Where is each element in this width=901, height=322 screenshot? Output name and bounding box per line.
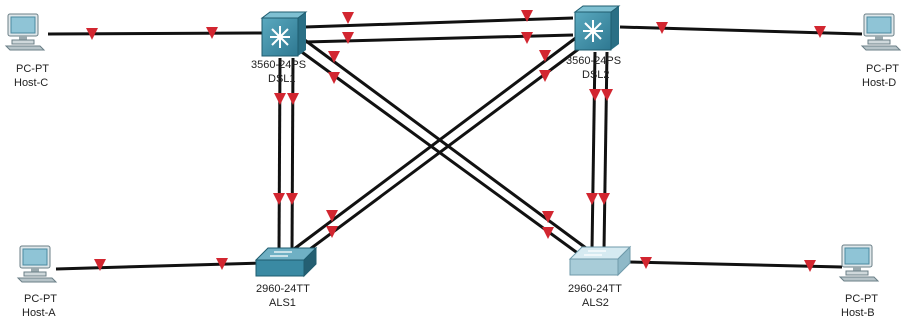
device-dsl2[interactable]: 3560-24PS DSL2 [566,5,621,81]
host-c-model-label: PC-PT [16,63,49,75]
port-status-down-triangle-icon [521,10,533,22]
dsl1-name-label: DSL1 [268,73,296,85]
port-status-down-triangle-icon [601,89,613,101]
port-status-down-triangle-icon [814,26,826,38]
device-host-a[interactable]: PC-PT Host-A [16,245,58,319]
als1-model-label: 2960-24TT [256,283,310,295]
als1-name-label: ALS1 [269,297,296,309]
port-status-down-triangle-icon [656,22,668,34]
link-dsl2-als2-a[interactable] [590,51,597,251]
host-a-name-label: Host-A [22,307,56,319]
host-c-name-label: Host-C [14,77,48,89]
port-status-down-triangle-icon [539,50,551,62]
port-status-down-triangle-icon [86,28,98,40]
port-status-down-triangle-icon [287,93,299,105]
link-dsl2-als2-b[interactable] [602,51,609,251]
port-status-down-triangle-icon [589,89,601,101]
pc-icon [860,13,901,51]
dsl2-model-label: 3560-24PS [566,55,621,67]
port-status-down-triangle-icon [342,32,354,44]
link-hosta-als1[interactable] [55,261,263,271]
switch-icon [254,246,318,278]
link-dsl2-als1-a[interactable] [289,35,578,254]
port-status-down-triangle-icon [542,227,554,239]
port-status-markers [86,10,826,272]
link-hostc-dsl1[interactable] [47,31,263,36]
links [47,16,863,271]
pc-icon [16,245,58,283]
dsl1-model-label: 3560-24PS [251,59,306,71]
link-dsl1-dsl2-a[interactable] [304,16,574,29]
link-dsl1-als1-b[interactable] [290,57,295,253]
port-status-down-triangle-icon [206,27,218,39]
link-dsl1-als2-b[interactable] [298,48,584,259]
host-d-model-label: PC-PT [866,63,899,75]
multilayer-switch-icon [573,5,621,51]
device-host-b[interactable]: PC-PT Host-B [838,244,880,319]
device-dsl1[interactable]: 3560-24PS DSL1 [251,11,308,85]
port-status-down-triangle-icon [94,259,106,271]
port-status-down-triangle-icon [640,257,652,269]
link-dsl2-hostd[interactable] [619,25,863,36]
link-dsl1-als1-a[interactable] [277,57,282,253]
multilayer-switch-icon [260,11,308,57]
als2-name-label: ALS2 [582,297,609,309]
port-status-down-triangle-icon [342,12,354,24]
port-status-down-triangle-icon [598,193,610,205]
port-status-down-triangle-icon [273,193,285,205]
port-status-down-triangle-icon [586,193,598,205]
switch-icon [568,245,632,277]
pc-icon [4,13,46,51]
port-status-down-triangle-icon [326,226,338,238]
port-status-down-triangle-icon [521,32,533,44]
port-status-down-triangle-icon [539,70,551,82]
port-status-down-triangle-icon [542,211,554,223]
port-status-down-triangle-icon [216,258,228,270]
host-b-name-label: Host-B [841,307,875,319]
pc-icon [838,244,880,282]
link-dsl1-als2-a[interactable] [301,36,591,253]
dsl2-name-label: DSL2 [582,69,610,81]
port-status-down-triangle-icon [286,193,298,205]
port-status-down-triangle-icon [328,72,340,84]
link-dsl2-als1-b[interactable] [297,46,581,260]
device-host-d[interactable]: PC-PT Host-D [860,13,901,89]
port-status-down-triangle-icon [328,51,340,63]
port-status-down-triangle-icon [274,93,286,105]
als2-model-label: 2960-24TT [568,283,622,295]
device-als1[interactable]: 2960-24TT ALS1 [254,246,318,309]
port-status-down-triangle-icon [326,210,338,222]
device-host-c[interactable]: PC-PT Host-C [4,13,49,89]
device-als2[interactable]: 2960-24TT ALS2 [568,245,632,309]
host-d-name-label: Host-D [862,77,896,89]
port-status-down-triangle-icon [804,260,816,272]
link-als2-hostb[interactable] [627,260,843,269]
host-a-model-label: PC-PT [24,293,57,305]
host-b-model-label: PC-PT [845,293,878,305]
